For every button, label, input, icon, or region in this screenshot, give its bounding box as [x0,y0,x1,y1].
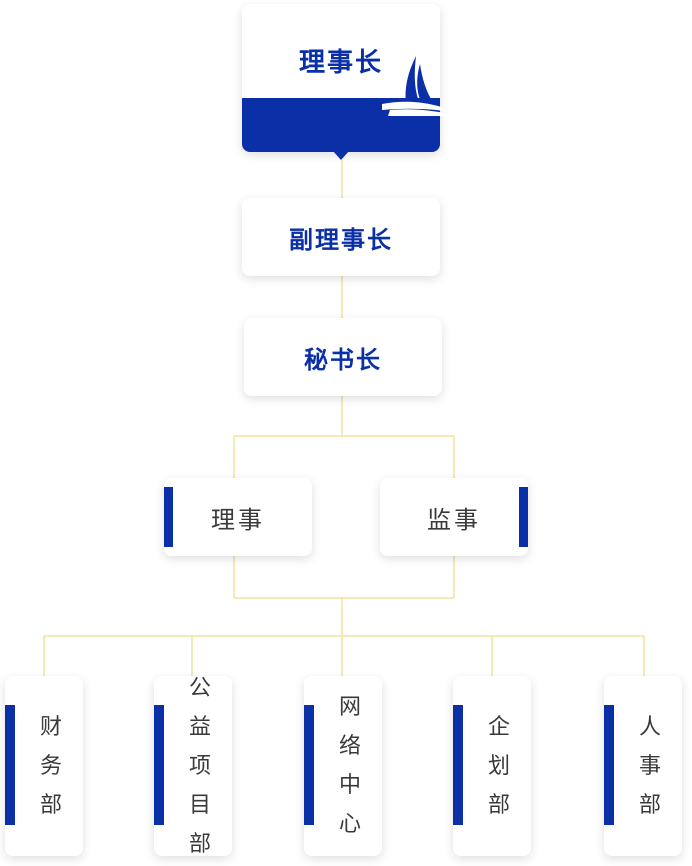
department-card-human-resources: 人事部 [604,676,682,856]
supervisors-card: 监事 [380,478,528,556]
department-label-network-center: 网络中心 [338,695,361,837]
department-card-planning: 企划部 [453,676,531,856]
vice-chairman-label: 副理事长 [289,225,393,254]
department-card-network-center: 网络中心 [304,676,382,856]
department-accent-bar [453,705,463,825]
department-accent-bar [304,705,314,825]
chairman-card-pointer [333,151,349,160]
department-accent-bar [154,705,164,825]
chairman-card: 理事长 [242,4,460,160]
department-label-finance: 财务部 [39,714,62,818]
department-accent-bar [5,705,15,825]
department-label-planning: 企划部 [487,714,510,818]
supervisors-label: 监事 [427,505,481,534]
department-card-charity-projects: 公益项目部 [154,676,232,857]
directors-accent-bar [164,487,173,547]
sailboat-logo-icon [382,56,460,116]
department-label-charity-projects: 公益项目部 [188,675,211,857]
chairman-label: 理事长 [298,48,383,78]
directors-card: 理事 [164,478,312,556]
vice-chairman-card: 副理事长 [242,198,440,276]
department-label-human-resources: 人事部 [638,714,661,818]
supervisors-accent-bar [519,487,528,547]
secretary-general-label: 秘书长 [304,345,382,374]
directors-label: 理事 [211,505,265,534]
department-card-finance: 财务部 [5,676,83,856]
department-accent-bar [604,705,614,825]
secretary-general-card: 秘书长 [244,318,442,396]
